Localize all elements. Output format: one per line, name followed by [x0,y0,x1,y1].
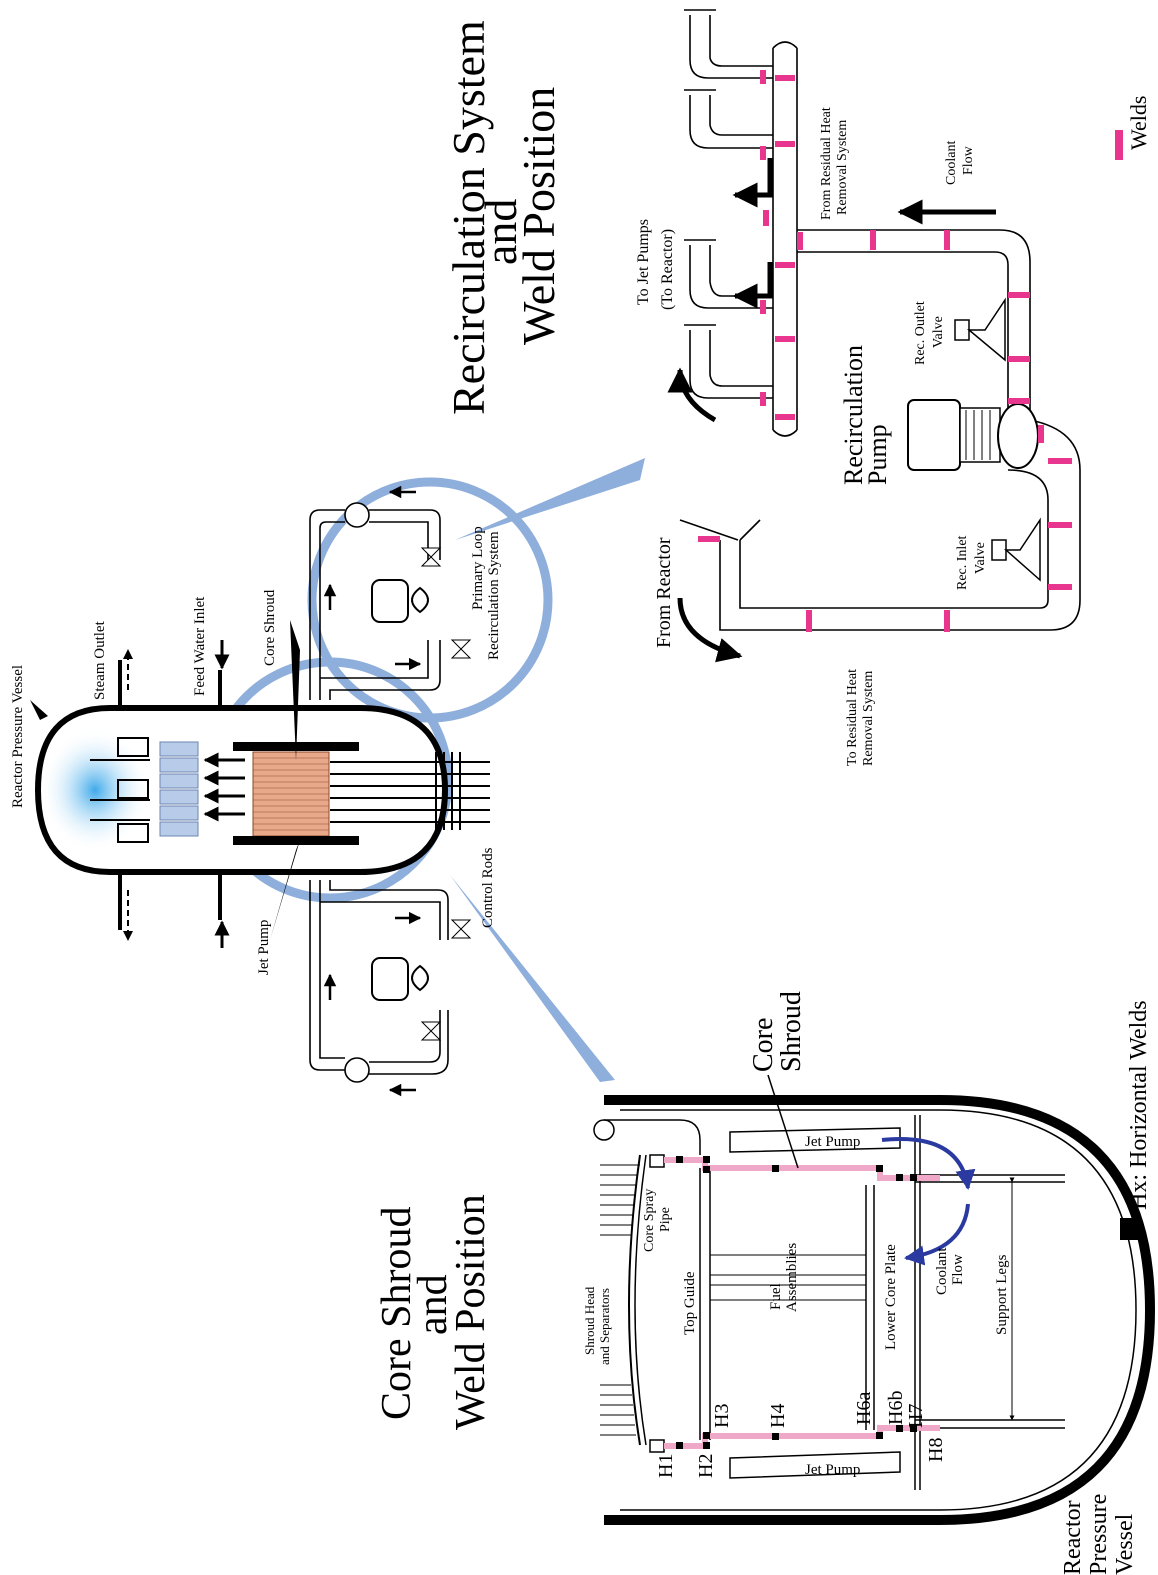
label-core-shroud-top-2: Shroud [776,991,807,1072]
weld-labels: H1 H2 H3 H4 H6a H6b H7 H8 [655,1391,947,1478]
shroud-vessel [593,1095,1156,1525]
weld-h1: H1 [655,1454,677,1478]
label-rec-inlet-valve: Rec. Inlet [955,535,970,590]
weld-h7: H7 [905,1404,927,1428]
label-recirculation-pump-2: Pump [863,424,892,485]
weld-h6b: H6b [885,1391,907,1425]
label-from-rhr: From Residual Heat [819,107,834,220]
legend-welds: Welds [1126,96,1151,150]
label-to-jet-pumps: To Jet Pumps [635,219,652,305]
label-control-rods: Control Rods [480,847,496,928]
recirc-title-line1: Recirculation System [443,20,494,415]
label-core-spray-pipe-2: Pipe [658,1207,673,1232]
loop-pumps [371,547,472,1041]
label-coolant-flow-shroud-2: Flow [950,1254,966,1285]
primary-loops [309,502,449,1083]
weld-h8: H8 [925,1438,947,1462]
label-steam-outlet: Steam Outlet [92,620,108,700]
legend-horizontal-welds: Hx: Horizontal Welds [1126,1000,1152,1210]
label-fuel: Fuel [768,1283,784,1310]
label-rpv-2: Pressure [1086,1494,1112,1575]
magnifier-callouts [207,458,645,1082]
label-coolant-flow-recirc: Coolant [944,141,959,185]
label-core-spray-pipe: Core Spray [642,1189,657,1252]
separators [90,737,150,843]
recirc-welds [698,70,1123,632]
label-separators: and Separators [597,1288,612,1365]
recirc-pump [907,399,1039,471]
label-shroud-head: Shroud Head [582,1286,597,1355]
reactor-vessel-overview [30,620,490,948]
label-core-shroud-overview: Core Shroud [262,589,278,666]
label-rpv-1: Reactor [1060,1500,1086,1575]
weld-h6a: H6a [853,1392,875,1425]
label-rpv-3: Vessel [1112,1513,1138,1575]
label-jet-pump-top: Jet Pump [805,1134,860,1150]
shroud-title-line3: Weld Position [448,1194,494,1430]
shroud-title-line1: Core Shroud [374,1207,420,1421]
label-coolant-flow-shroud: Coolant [934,1247,950,1295]
shroud-title-line2: and [410,1274,456,1335]
label-reactor-pressure-vessel: Reactor Pressure Vessel [10,665,26,808]
label-to-rhr: To Residual Heat [845,669,860,766]
label-from-rhr-system: Removal System [835,120,850,215]
label-core-shroud-top: Core [748,1018,779,1072]
label-support-legs: Support Legs [994,1254,1010,1335]
recirc-valves [954,297,1041,582]
weld-h4: H4 [767,1404,789,1428]
shroud-weld-line [664,1157,940,1449]
label-coolant-flow-recirc-2: Flow [961,145,976,175]
label-rec-outlet-valve-2: Valve [931,316,946,348]
recirc-title-line3: Weld Position [513,87,564,345]
weld-h2: H2 [695,1454,717,1478]
recirc-title-line2: and [475,199,526,265]
label-lower-core-plate: Lower Core Plate [883,1244,899,1350]
recirc-piping [679,9,1081,631]
weld-h3: H3 [711,1404,733,1428]
label-fuel-assemblies: Assemblies [784,1243,800,1312]
label-top-guide: Top Guide [682,1271,698,1335]
label-from-reactor: From Reactor [653,537,675,648]
steam-dome [40,728,150,852]
label-jet-pump-bottom: Jet Pump [805,1462,860,1478]
label-to-rhr-system: Removal System [861,671,876,766]
control-rods [330,761,490,823]
label-recirculation-system-overview: Recirculation System [486,531,502,660]
steam-dryers [159,741,199,837]
label-rec-inlet-valve-2: Valve [973,542,988,574]
label-jet-pump-overview: Jet Pump [256,920,272,975]
label-primary-loop: Primary Loop [470,526,486,610]
shroud-weld-marks [676,1156,1142,1449]
label-recirculation-pump: Recirculation [839,345,868,485]
label-to-reactor: (To Reactor) [659,229,676,310]
label-rec-outlet-valve: Rec. Outlet [913,301,928,365]
label-feed-water-inlet: Feed Water Inlet [192,596,208,696]
